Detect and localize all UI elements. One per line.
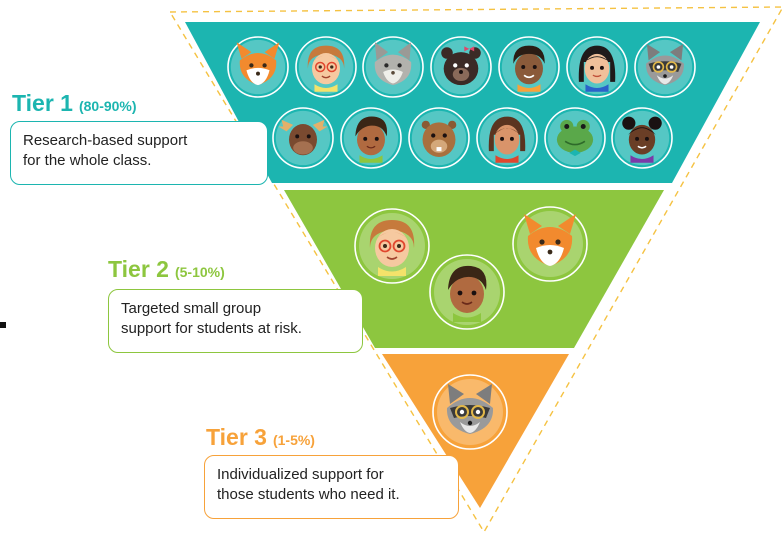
tier-3-avatars: [432, 374, 508, 450]
fox-avatar: [230, 39, 286, 95]
tier-3-description-line-1: Individualized support for: [217, 466, 384, 483]
tier-2-description-box: Targeted small group support for student…: [108, 289, 363, 353]
girl-brown-hair-avatar: [479, 110, 535, 166]
tier-1-description-line-2: for the whole class.: [23, 152, 152, 169]
boy-curly-avatar: [501, 39, 557, 95]
tier-1-name: Tier 1: [12, 90, 73, 116]
girl-glasses-avatar: [298, 39, 354, 95]
tier-2-name: Tier 2: [108, 256, 169, 282]
girl-dark-hair-avatar: [569, 39, 625, 95]
tier-2-description-line-1: Targeted small group: [121, 300, 262, 317]
tier-2-percent: (5-10%): [174, 264, 225, 280]
tier-2-title: Tier 2 (5-10%): [108, 256, 225, 283]
beaver-avatar: [411, 110, 467, 166]
frog-avatar: [547, 110, 603, 166]
raccoon-avatar: [637, 39, 693, 95]
pyramid-dashed-outline: [168, 6, 784, 534]
tier-2-avatars: [354, 206, 588, 330]
fox-avatar: [517, 211, 583, 277]
tier-1-description-box: Research-based support for the whole cla…: [10, 121, 268, 185]
tier-3-description-line-2: those students who need it.: [217, 486, 400, 503]
tier-2-description-line-2: support for students at risk.: [121, 320, 302, 337]
tier-1-avatars: [227, 36, 696, 169]
tier-1-percent: (80-90%): [78, 98, 137, 114]
lynx-avatar: [365, 39, 421, 95]
raccoon-avatar: [436, 378, 504, 446]
girl-glasses-avatar: [358, 212, 426, 280]
tier-1-description-line-1: Research-based support: [23, 132, 188, 149]
tier-3-title: Tier 3 (1-5%): [206, 424, 315, 451]
tier-1-title: Tier 1 (80-90%): [12, 90, 137, 117]
tier-3-description-box: Individualized support for those student…: [204, 455, 459, 519]
bear-avatar: [433, 39, 489, 95]
moose-avatar: [275, 110, 331, 166]
girl-afro-puffs-avatar: [614, 110, 670, 166]
boy-brown-hair-avatar: [343, 110, 399, 166]
tier-3-name: Tier 3: [206, 424, 267, 450]
edge-marker: [0, 322, 6, 328]
tier-3-percent: (1-5%): [272, 432, 315, 448]
boy-brown-hair-avatar: [433, 258, 501, 326]
